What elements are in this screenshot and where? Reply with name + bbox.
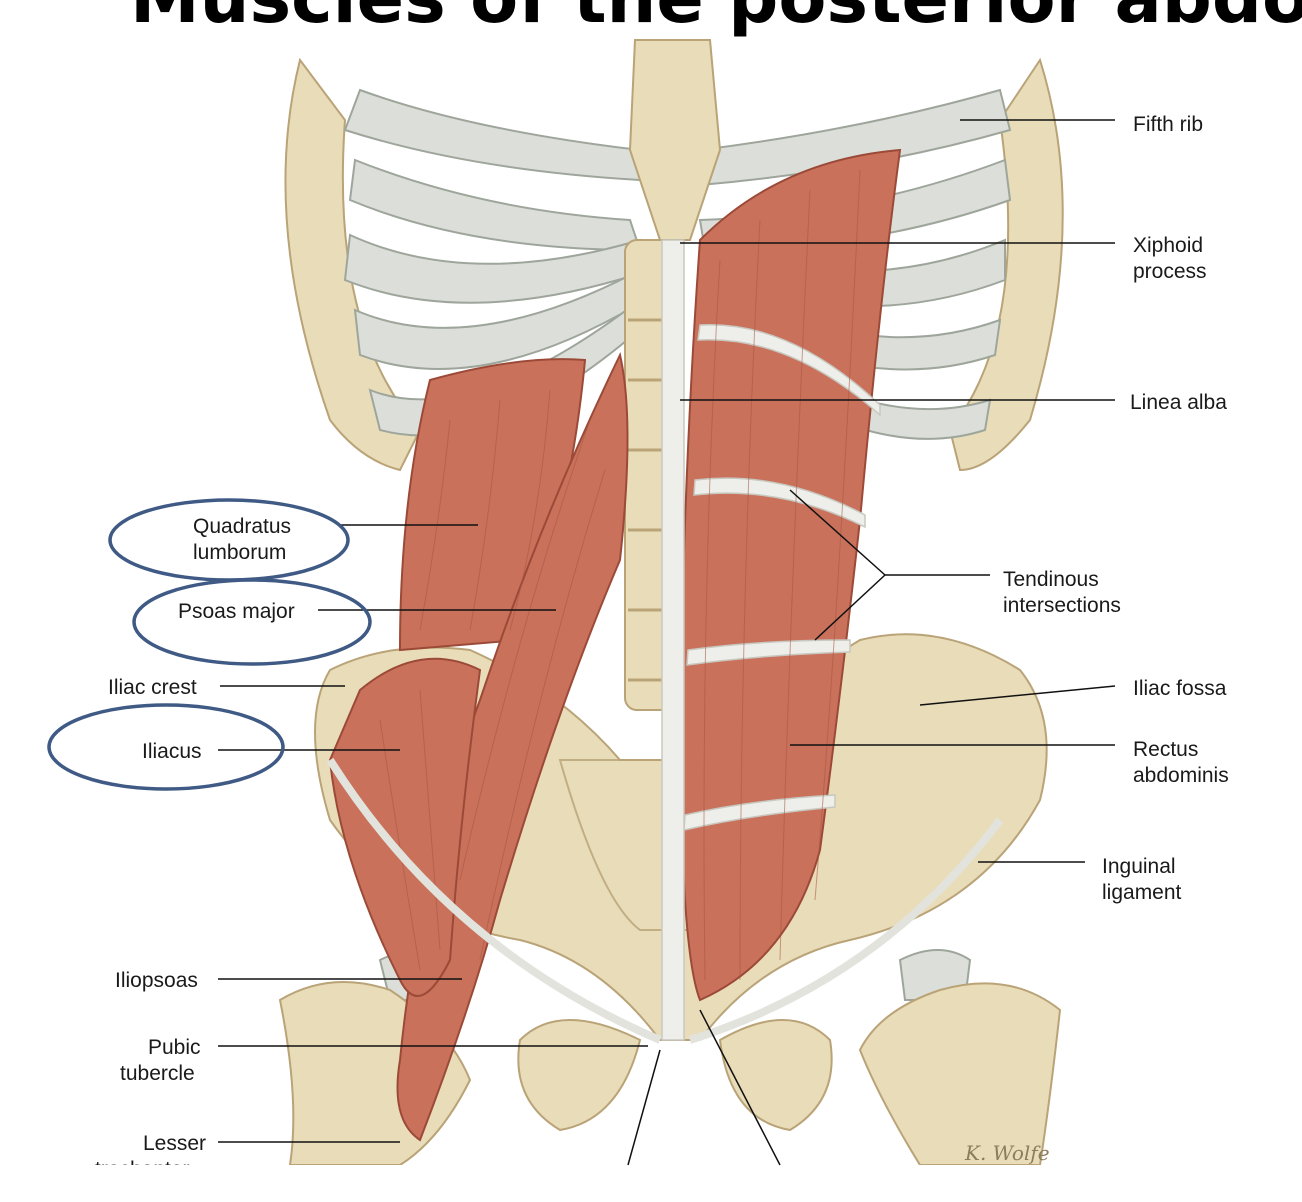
label-pubic-line1: Pubic bbox=[148, 1036, 201, 1059]
label-rectus-line2: abdominis bbox=[1133, 764, 1229, 787]
label-rectus-line1: Rectus bbox=[1133, 738, 1198, 761]
ring-iliacus bbox=[47, 703, 285, 791]
linea-alba-band bbox=[661, 239, 685, 1041]
leader-lines bbox=[218, 119, 1116, 1166]
label-xiphoid-line1: Xiphoid bbox=[1133, 234, 1203, 257]
label-inguinal-line2: ligament bbox=[1102, 881, 1182, 904]
label-inguinal-line1: Inguinal bbox=[1102, 855, 1176, 878]
label-lesser-line1: Lesser bbox=[143, 1132, 206, 1155]
label-pubic-line2: tubercle bbox=[120, 1062, 195, 1085]
label-quadratus-line1: Quadratus bbox=[193, 515, 291, 538]
posterior-muscles bbox=[328, 352, 629, 1142]
artist-signature: K. Wolfe bbox=[964, 1141, 1050, 1165]
label-fifth-rib: Fifth rib bbox=[1133, 113, 1203, 136]
label-iliopsoas: Iliopsoas bbox=[115, 969, 198, 992]
label-iliacus: Iliacus bbox=[142, 740, 202, 763]
label-iliac-fossa: Iliac fossa bbox=[1133, 677, 1227, 700]
label-tendinous-line2: intersections bbox=[1003, 594, 1121, 617]
label-quadratus-line2: lumborum bbox=[193, 541, 286, 564]
labels: Fifth rib Xiphoid process Linea alba Ten… bbox=[95, 113, 1229, 1181]
ring-psoas-major bbox=[132, 578, 372, 666]
illustration-body: K. Wolfe bbox=[278, 39, 1064, 1165]
label-lesser-line2: trochanter bbox=[95, 1158, 190, 1181]
label-iliac-crest: Iliac crest bbox=[108, 676, 197, 699]
label-psoas-major: Psoas major bbox=[178, 600, 295, 623]
label-tendinous-line1: Tendinous bbox=[1003, 568, 1099, 591]
label-linea-alba: Linea alba bbox=[1130, 391, 1227, 414]
highlight-rings bbox=[47, 498, 372, 791]
slide-title: Muscles of the posterior abdominal wall bbox=[130, 0, 1302, 38]
inguinal-ligament-right bbox=[688, 817, 1004, 1044]
ring-quadratus-lumborum bbox=[108, 498, 350, 582]
inguinal-ligament-left bbox=[326, 757, 662, 1044]
label-xiphoid-line2: process bbox=[1133, 260, 1207, 283]
